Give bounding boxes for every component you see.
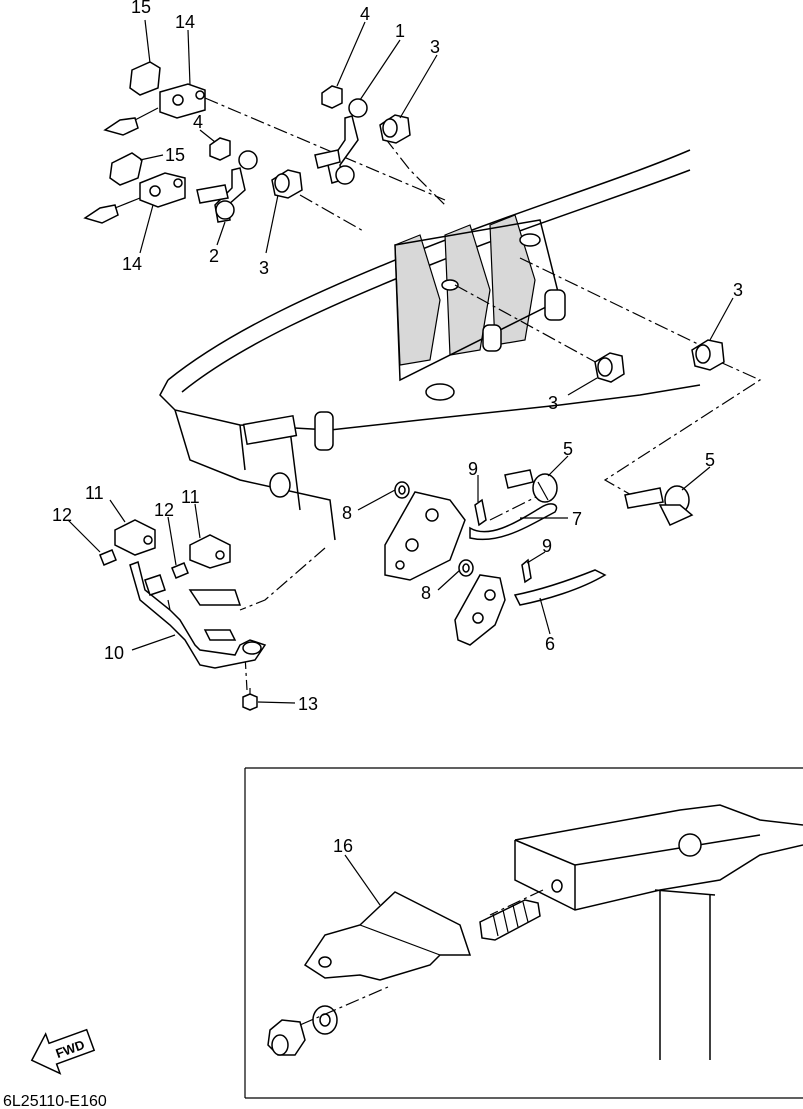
part-7-rod [469,503,558,541]
callout-numbers: 15 14 4 1 3 4 15 14 2 3 3 3 5 5 9 8 7 9 … [52,0,743,856]
callout-14-lower: 14 [122,254,142,274]
callout-8-lower: 8 [421,583,431,603]
inset-panel [244,767,803,1099]
callout-13: 13 [298,694,318,714]
callout-11-right: 11 [181,487,200,507]
inset-pin [479,899,541,941]
callout-11-left: 11 [85,483,104,503]
part-4-lower [209,137,231,161]
callout-8-upper: 8 [342,503,352,523]
part-5-shaft-b [624,485,694,526]
drawing-code: 6L25110-E160 [3,1093,107,1109]
part-1-link [314,98,368,185]
callout-16: 16 [333,836,353,856]
part-6-rod [513,569,607,606]
callout-14-upper: 14 [175,12,195,32]
callout-15-upper: 15 [131,0,151,17]
throttle-plate-a [384,491,466,581]
cable-end-lower [83,197,141,224]
part-3-collar-a [379,114,411,144]
callout-2: 2 [209,246,219,266]
callout-9-upper: 9 [468,459,478,479]
part-10-bracket [129,561,267,669]
part-9-clip-b [521,558,532,584]
callout-3-right: 3 [733,280,743,300]
callout-5-right: 5 [705,450,715,470]
callout-12-left: 12 [52,505,72,525]
part-11-holder-b [189,534,231,569]
callout-7: 7 [572,509,582,529]
callout-5-left: 5 [563,439,573,459]
part-2-link [196,150,258,223]
callout-4-upper: 4 [360,4,370,24]
part-3-collar-c [691,339,725,371]
part-11-holder-a [114,519,156,556]
part-12-pin-a [99,549,117,566]
callout-9-lower: 9 [542,536,552,556]
callout-12-right: 12 [154,500,174,520]
part-14-lower [139,172,186,208]
part-3-collar-b [271,169,303,199]
part-4-upper [321,85,343,109]
callout-3-upper: 3 [430,37,440,57]
part-13-bolt [242,688,258,711]
inset-nut [267,986,389,1056]
callout-1: 1 [395,21,405,41]
part-3-collar-d [594,352,625,383]
engine-block [159,149,701,541]
callout-10: 10 [104,643,124,663]
callout-15-lower: 15 [165,145,185,165]
callout-4-lower: 4 [193,112,203,132]
part-16-bracket [303,891,472,981]
callout-3-middle: 3 [548,393,558,413]
inset-washer [312,1005,338,1035]
part-9-clip-a [474,498,487,527]
callout-leaders [67,19,734,906]
fwd-arrow-icon: FWD [30,1028,96,1075]
part-5-shaft-a [504,469,558,503]
part-15-upper [129,61,161,96]
throttle-plate-b [454,574,506,646]
callout-3-lower: 3 [259,258,269,278]
callout-6: 6 [545,634,555,654]
part-14-upper [159,83,206,119]
part-15-lower [109,152,143,186]
part-12-pin-b [171,562,189,579]
alignment-lines [167,97,762,691]
cable-end-upper [103,107,159,136]
part-8-washer-a [394,481,410,499]
part-8-washer-b [458,559,474,577]
